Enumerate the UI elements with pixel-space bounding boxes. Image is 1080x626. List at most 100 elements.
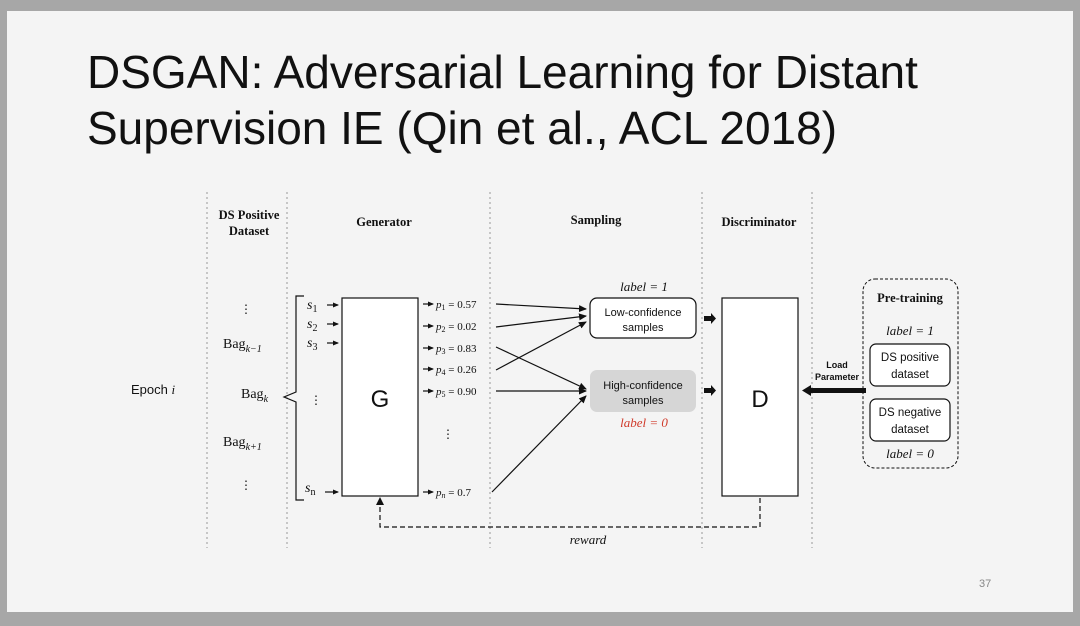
column-header-discriminator: Discriminator [722, 215, 797, 229]
probability-list: p1 = 0.57 p2 = 0.02 p3 = 0.83 p4 = 0.26 … [435, 299, 477, 500]
bag-subscript: k+1 [246, 442, 262, 453]
probability-base: p [435, 487, 442, 499]
bag-word: Bag [223, 435, 246, 450]
reward-label: reward [570, 532, 607, 547]
page-number: 37 [979, 578, 992, 590]
probability-p1: p1 = 0.57 [435, 299, 477, 312]
sentence-sub: 1 [312, 304, 317, 315]
probability-value: = 0.90 [446, 386, 477, 398]
load-parameter-arrow [802, 385, 866, 396]
sentence-vdots: ⋮ [310, 393, 322, 407]
block-arrow [704, 385, 716, 396]
bag-vdots-bottom: ⋮ [240, 478, 252, 492]
probability-sub: n [442, 491, 446, 500]
ds-negative-box [869, 398, 951, 442]
ds-positive-box [869, 343, 951, 387]
probability-p5: p5 = 0.90 [435, 386, 477, 399]
ds-positive-text-line-1: DS positive [881, 352, 939, 364]
bag-k-minus-1: Bagk−1 [223, 337, 262, 355]
column-header-ds-positive-line-2: Dataset [229, 224, 270, 238]
sentence-base: s [307, 298, 313, 313]
block-arrow [704, 313, 716, 324]
arrow [495, 313, 587, 328]
bag-word: Bag [223, 337, 246, 352]
probability-sub: 1 [442, 303, 446, 312]
probability-sub: 3 [442, 347, 446, 356]
high-confidence-box [590, 370, 696, 412]
slide-title-line-2: Supervision IE (Qin et al., ACL 2018) [87, 102, 838, 154]
arrow [495, 303, 587, 313]
column-header-sampling: Sampling [571, 213, 622, 227]
bag-brace [282, 295, 304, 501]
probability-base: p [435, 343, 442, 355]
probability-value: = 0.7 [446, 487, 472, 499]
bag-subscript: k [264, 394, 269, 405]
epoch-var: i [172, 382, 176, 397]
probability-value: = 0.83 [446, 343, 477, 355]
high-confidence-text-line-1: High-confidence [603, 380, 683, 392]
arrow [495, 321, 587, 371]
arrow [495, 346, 587, 390]
column-header-generator: Generator [356, 215, 412, 229]
probability-sub: 4 [442, 368, 446, 377]
routing-arrows [491, 303, 587, 493]
bag-subscript: k−1 [246, 344, 262, 355]
sentence-base: s [307, 317, 313, 332]
discriminator-box [721, 297, 799, 497]
bag-k: Bagk [241, 387, 269, 405]
low-confidence-label: label = 1 [620, 279, 668, 294]
sentence-base: s [307, 336, 313, 351]
high-confidence-label: label = 0 [620, 415, 668, 430]
probability-p4: p4 = 0.26 [435, 364, 477, 377]
probability-pn: pn = 0.7 [435, 487, 471, 500]
low-confidence-text-line-1: Low-confidence [604, 307, 681, 319]
probability-arrows [423, 301, 434, 495]
probability-base: p [435, 299, 442, 311]
pretraining-label-positive: label = 1 [886, 323, 934, 338]
slide [7, 11, 1073, 612]
ds-negative-text-line-1: DS negative [879, 407, 942, 419]
sentence-base: s [305, 481, 311, 496]
sentence-sub: 2 [312, 323, 317, 334]
generator-label: G [371, 386, 390, 413]
epoch-label: Epoch i [131, 382, 176, 397]
sentence-arrows [325, 302, 339, 495]
load-parameter-line-1: Load [826, 360, 848, 370]
low-confidence-text-line-2: samples [623, 322, 664, 334]
slide-title: DSGAN: Adversarial Learning for Distant … [87, 44, 1047, 156]
pretraining-label-negative: label = 0 [886, 446, 934, 461]
probability-sub: 5 [442, 390, 446, 399]
probability-value: = 0.57 [446, 299, 477, 311]
discriminator-label: D [751, 386, 768, 413]
probability-base: p [435, 321, 442, 333]
probability-base: p [435, 386, 442, 398]
probability-vdots: ⋮ [442, 427, 454, 441]
ds-negative-text-line-2: dataset [891, 424, 930, 436]
arrow [491, 395, 587, 493]
sentence-s3: s3 [307, 336, 317, 353]
load-parameter-line-2: Parameter [815, 372, 860, 382]
low-confidence-box [589, 297, 697, 339]
bag-word: Bag [241, 387, 264, 402]
probability-value: = 0.02 [446, 321, 477, 333]
generator-box [341, 297, 419, 497]
column-header-ds-positive-line-1: DS Positive [219, 208, 280, 222]
probability-base: p [435, 364, 442, 376]
epoch-word: Epoch [131, 382, 168, 397]
probability-value: = 0.26 [446, 364, 477, 376]
probability-p3: p3 = 0.83 [435, 343, 477, 356]
reward-loop [379, 498, 761, 528]
reward-arrowhead [376, 497, 384, 505]
pretraining-title: Pre-training [877, 291, 943, 305]
pretraining-box [862, 278, 959, 469]
sentence-sub: n [310, 487, 315, 498]
bag-list: ⋮ Bagk−1 Bagk Bagk+1 ⋮ [223, 302, 269, 492]
sentence-sub: 3 [312, 342, 317, 353]
bag-vdots-top: ⋮ [240, 302, 252, 316]
slide-title-line-1: DSGAN: Adversarial Learning for Distant [87, 46, 918, 98]
sentence-s1: s1 [307, 298, 317, 315]
bag-k-plus-1: Bagk+1 [223, 435, 262, 453]
sentence-s2: s2 [307, 317, 317, 334]
probability-sub: 2 [442, 325, 446, 334]
